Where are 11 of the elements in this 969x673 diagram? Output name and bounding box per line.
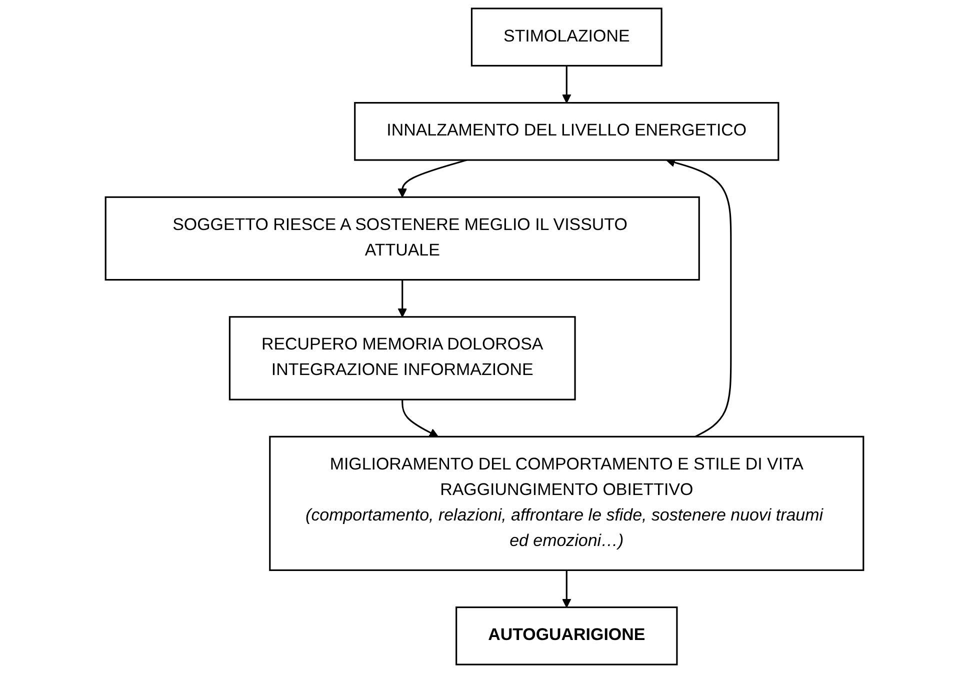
arrow	[562, 66, 572, 104]
arrow	[562, 570, 572, 608]
arrow	[402, 400, 438, 438]
node-box: RECUPERO MEMORIA DOLOROSA INTEGRAZIONE INFORMAZIONE	[228, 316, 576, 400]
node-box: AUTOGUARIGIONE	[456, 606, 678, 666]
node-box: MIGLIORAMENTO DEL COMPORTAMENTO E STILE DI VITA RAGGIUNGIMENTO OBIETTIVO (comportamento, relazioni, affrontare le sfide, sostenere nuovi traumi ed emozioni…)	[269, 436, 864, 571]
node-box: SOGGETTO RIESCE A SOSTENERE MEGLIO IL VISSUTO ATTUALE	[104, 196, 700, 281]
arrow	[398, 280, 408, 318]
arrow	[398, 159, 468, 198]
node-box: INNALZAMENTO DEL LIVELLO ENERGETICO	[354, 102, 780, 161]
node-box: STIMOLAZIONE	[470, 8, 662, 66]
